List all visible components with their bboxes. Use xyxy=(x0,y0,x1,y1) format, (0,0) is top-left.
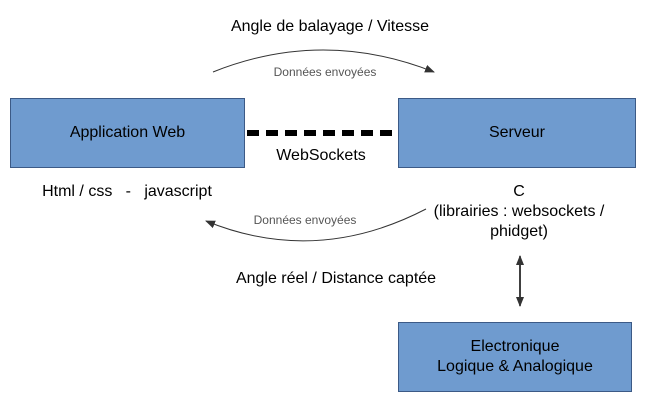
electronics-label: Electronique xyxy=(470,338,560,355)
server-box: Serveur xyxy=(398,98,636,168)
application-web-box: Application Web xyxy=(10,98,245,168)
lower-connection-title: Angle réel / Distance captée xyxy=(235,270,437,287)
electronics-sublabel: Logique & Analogique xyxy=(437,358,593,375)
server-tech-line-3: phidget) xyxy=(490,223,548,240)
electronics-box: Electronique Logique & Analogique xyxy=(398,322,632,392)
application-web-label: Application Web xyxy=(69,124,186,141)
server-tech-line-1: C xyxy=(513,183,525,200)
arc-arrow-left-icon xyxy=(205,208,427,242)
server-tech-label: C (librairies : websockets / phidget) xyxy=(434,182,605,242)
server-tech-line-2: (librairies : websockets / xyxy=(433,203,605,220)
arc-arrow-right-icon xyxy=(212,49,435,73)
upper-connection-title: Angle de balayage / Vitesse xyxy=(230,18,430,35)
websockets-label: WebSockets xyxy=(276,147,366,164)
server-label: Serveur xyxy=(488,124,546,141)
upper-connection-caption: Données envoyées xyxy=(273,65,377,79)
lower-connection-caption: Données envoyées xyxy=(253,213,357,227)
application-tech-label: Html / css - javascript xyxy=(42,183,212,200)
